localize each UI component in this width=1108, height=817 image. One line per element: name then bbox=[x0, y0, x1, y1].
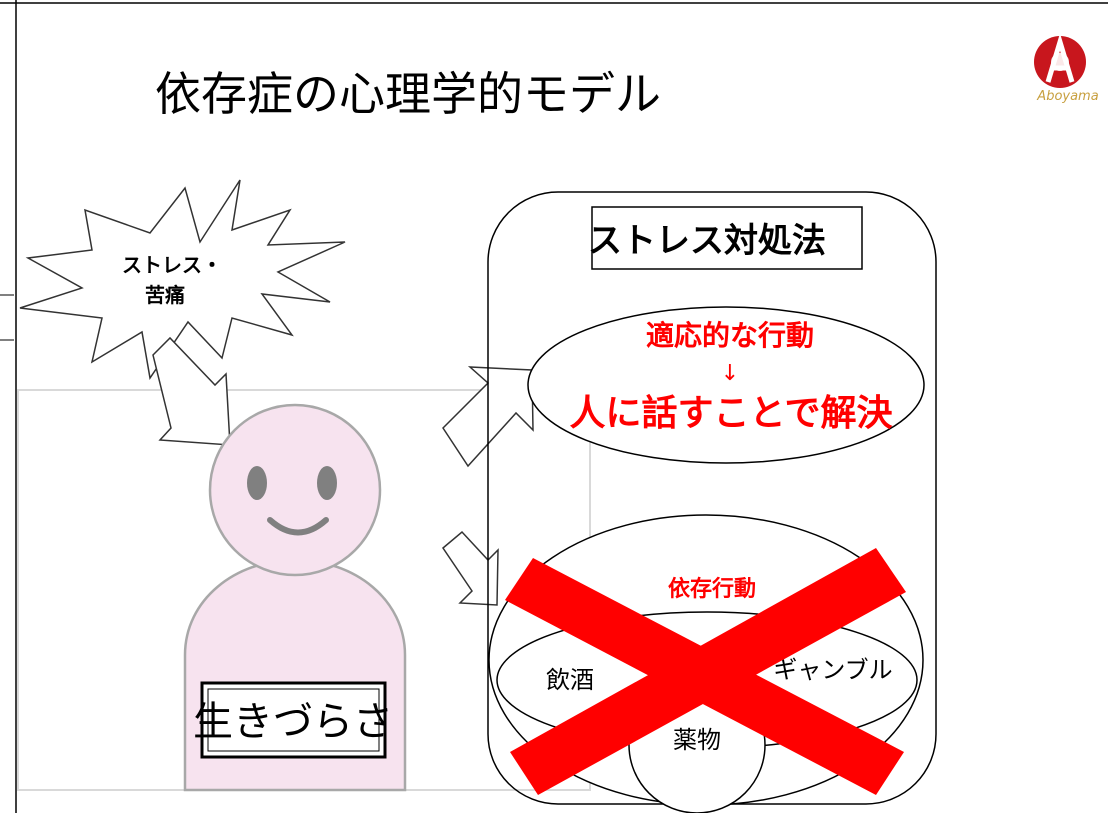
arrow-stress-to-person bbox=[152, 336, 231, 446]
burst-shape bbox=[19, 179, 346, 380]
person-smile bbox=[267, 517, 329, 536]
coping-title-box bbox=[591, 206, 863, 270]
adaptive-arrow: ↓ bbox=[721, 361, 739, 386]
red-x-stroke-2 bbox=[510, 548, 906, 795]
red-x-mark bbox=[505, 548, 906, 795]
dependent-item-gambling: ギャンブル bbox=[773, 656, 892, 684]
logo-text: Aboyama bbox=[1036, 89, 1098, 104]
person-head bbox=[208, 403, 382, 577]
person-label: 生きづらさ bbox=[193, 699, 393, 745]
adaptive-oval bbox=[527, 306, 925, 464]
burst-label-line2: 苦痛 bbox=[145, 283, 185, 307]
adaptive-line1: 適応的な行動 bbox=[646, 319, 814, 352]
adaptive-line2: 人に話すことで解決 bbox=[570, 393, 893, 434]
coping-title: ストレス対処法 bbox=[588, 221, 826, 261]
coping-panel: ストレス対処法 適応的な行動 ↓ 人に話すことで解決 依存行動 飲酒 ギャンブル… bbox=[487, 191, 937, 814]
person-figure: 生きづらさ bbox=[183, 403, 407, 792]
person-label-box bbox=[200, 681, 387, 759]
stress-burst: ストレス・ 苦痛 bbox=[19, 179, 346, 380]
arrow-to-dependent bbox=[442, 530, 499, 606]
dependent-item-drugs: 薬物 bbox=[673, 726, 721, 754]
dependent-label: 依存行動 bbox=[668, 576, 756, 602]
burst-label-line1: ストレス・ bbox=[122, 253, 222, 277]
slide-title: 依存症の心理学的モデル bbox=[155, 67, 661, 121]
person-right-eye bbox=[317, 466, 337, 500]
logo: Aboyama bbox=[1034, 33, 1099, 104]
dependent-item-alcohol: 飲酒 bbox=[546, 666, 594, 694]
person-left-eye bbox=[247, 466, 267, 500]
